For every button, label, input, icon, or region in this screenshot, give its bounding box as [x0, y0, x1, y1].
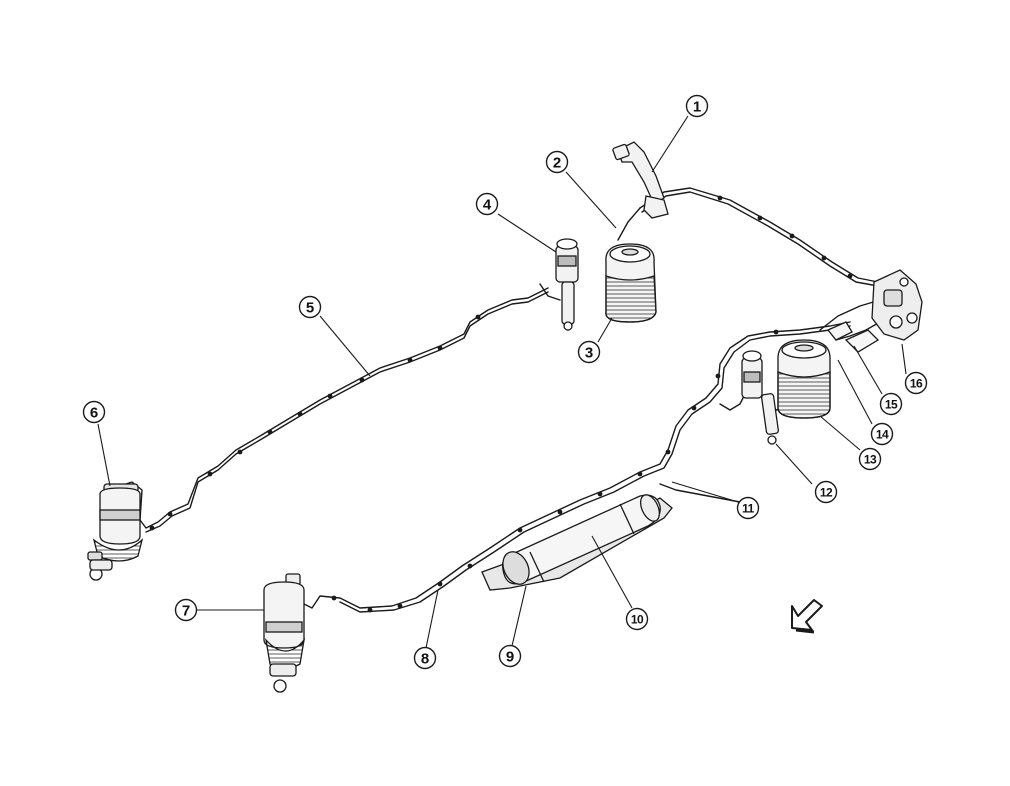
svg-text:6: 6 — [90, 405, 98, 422]
svg-text:9: 9 — [506, 649, 514, 666]
part-7-rear-left-strut — [263, 573, 306, 693]
line-clips — [149, 195, 853, 613]
air-line-5 — [119, 287, 549, 529]
part-6-front-left-strut — [87, 483, 144, 581]
part-4-shock-absorber — [555, 238, 579, 331]
svg-text:11: 11 — [742, 502, 755, 516]
part-9-10-reservoir — [481, 494, 673, 591]
callout-9: 9 — [498, 644, 522, 668]
callout-8: 8 — [413, 646, 437, 670]
callout-7: 7 — [174, 598, 198, 622]
callout-10: 10 — [625, 607, 649, 631]
callout-1: 1 — [685, 94, 709, 118]
svg-text:13: 13 — [864, 453, 877, 467]
callout-11: 11 — [736, 496, 760, 520]
callout-3: 3 — [577, 340, 601, 364]
air-lines — [119, 159, 881, 613]
svg-text:4: 4 — [483, 197, 492, 214]
part-16-valve-block — [826, 269, 923, 353]
part-3-air-spring — [605, 243, 657, 323]
svg-text:3: 3 — [585, 345, 593, 362]
part-1-connector — [612, 141, 669, 219]
callout-16: 16 — [904, 371, 928, 395]
svg-text:1: 1 — [693, 99, 701, 116]
air-line-upper-right — [639, 187, 879, 283]
callout-14: 14 — [870, 422, 894, 446]
callout-12: 12 — [814, 480, 838, 504]
svg-text:5: 5 — [306, 300, 314, 317]
svg-text:10: 10 — [631, 613, 644, 627]
callout-2: 2 — [545, 150, 569, 174]
svg-text:12: 12 — [820, 486, 833, 500]
callouts: 1 2 3 4 5 6 7 8 9 10 11 12 13 14 15 16 — [82, 94, 928, 670]
callout-13: 13 — [858, 447, 882, 471]
svg-text:7: 7 — [182, 603, 190, 620]
part-12-shock-absorber — [741, 350, 779, 445]
callout-5: 5 — [298, 295, 322, 319]
svg-text:16: 16 — [910, 377, 923, 391]
svg-text:8: 8 — [421, 651, 429, 668]
callout-6: 6 — [82, 400, 106, 424]
callout-4: 4 — [475, 192, 499, 216]
air-line-8 — [303, 321, 851, 609]
svg-text:2: 2 — [553, 155, 561, 172]
callout-15: 15 — [879, 392, 903, 416]
leader-lines — [97, 115, 907, 649]
arrow-down-left-icon — [791, 599, 823, 634]
svg-text:14: 14 — [876, 428, 889, 442]
svg-text:15: 15 — [885, 398, 898, 412]
part-13-air-spring — [777, 339, 831, 419]
